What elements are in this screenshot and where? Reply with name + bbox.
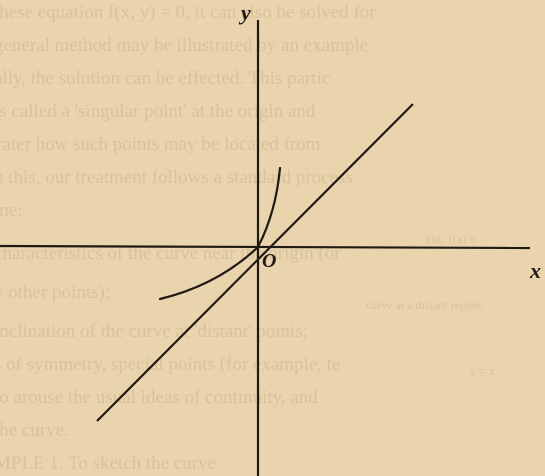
bleed-through-line: me:	[0, 201, 23, 220]
bleed-through-line: n this, our treatment follows a standard…	[0, 168, 353, 187]
ghost-note: curve at a distant region.	[366, 298, 485, 312]
tangent-line	[96, 103, 414, 422]
bleed-through-line: y other points);	[0, 283, 111, 302]
bleed-through-line: ally, the solution can be effected. This…	[0, 69, 331, 88]
origin-label: O	[262, 250, 277, 272]
bleed-through-line: cater how such points may be located fro…	[0, 135, 321, 154]
x-axis	[0, 244, 531, 250]
bleed-through-line: general method may be illustrated by an …	[0, 36, 369, 55]
curve-near-origin	[158, 166, 282, 301]
y-axis-label: y	[241, 0, 251, 25]
ghost-note: Fig. 1(a) 0.	[425, 232, 479, 246]
bleed-through-line: MPLE 1. To sketch the curve	[0, 454, 217, 473]
bleed-through-line: inclination of the curve at 'distant' po…	[0, 322, 308, 341]
bleed-through-line: is called a 'singular point' at the orig…	[0, 102, 316, 121]
bleed-through-line: s of symmetry, special points (for examp…	[0, 355, 341, 374]
bleed-through-line: to arouse the usual ideas of continuity,…	[0, 388, 318, 407]
bleed-through-line: the curve.	[0, 421, 69, 440]
x-axis-label: x	[530, 258, 541, 283]
ghost-note: y = x	[470, 364, 495, 378]
bleed-through-line: these equation f(x, y) = 0, it can also …	[0, 3, 376, 22]
